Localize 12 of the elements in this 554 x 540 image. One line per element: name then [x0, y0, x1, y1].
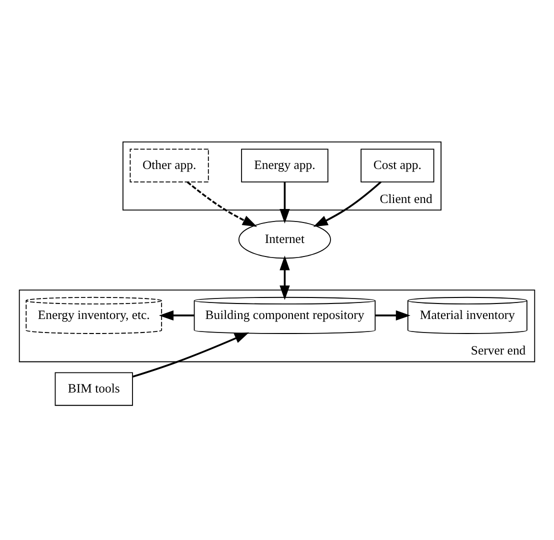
node-ellipse: Internet	[238, 220, 331, 259]
arrow	[313, 181, 382, 227]
arrow	[186, 181, 258, 227]
node-box: Other app.	[130, 148, 209, 182]
node-box: Energy app.	[241, 148, 328, 182]
arrow	[280, 182, 290, 224]
arrow	[132, 332, 250, 378]
node-box: Cost app.	[360, 148, 434, 182]
arrow	[280, 256, 290, 300]
node-box: BIM tools	[54, 372, 133, 406]
arrow	[375, 310, 410, 321]
arrow	[158, 310, 194, 321]
